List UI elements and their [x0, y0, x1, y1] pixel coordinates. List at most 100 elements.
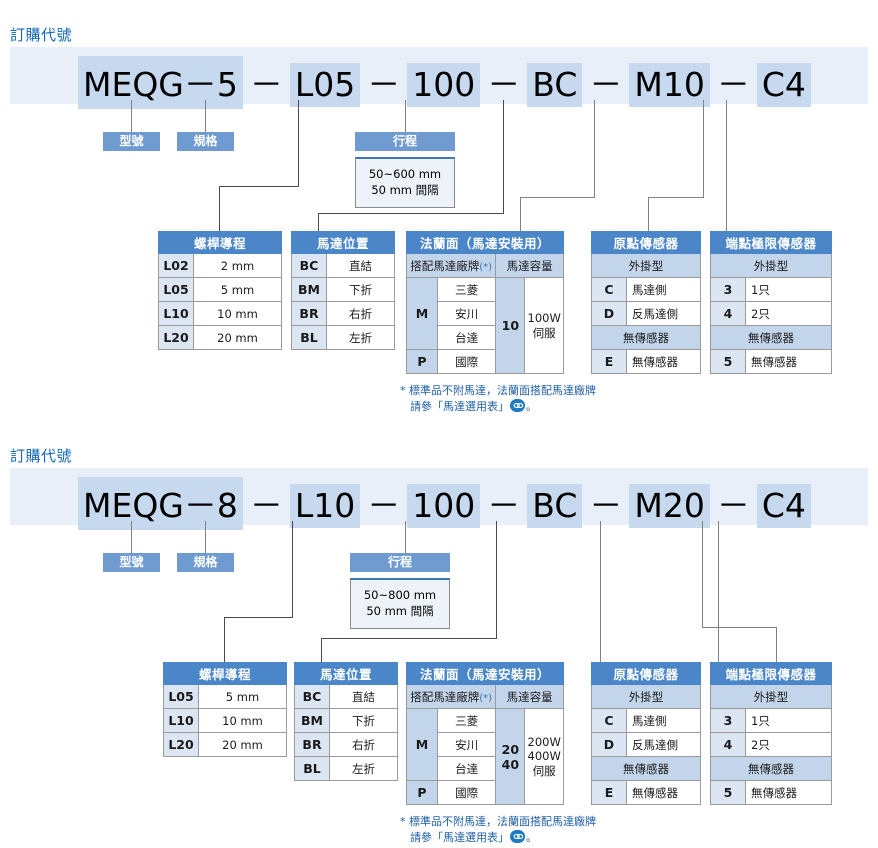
code-token-stroke[interactable]: 100 — [407, 63, 481, 107]
cell-value: 無傳感器 — [626, 780, 701, 805]
table-row[interactable]: 台達 — [407, 325, 564, 350]
cell-value: 5 mm — [193, 277, 282, 302]
leader-line — [520, 197, 521, 231]
cell-value: 1只 — [745, 277, 832, 302]
cell-value: 1只 — [745, 708, 832, 733]
subheader-no-sensor: 無傳感器 — [591, 325, 701, 350]
cell-value: 反馬達側 — [626, 732, 701, 757]
leader-line — [648, 197, 704, 198]
code-token-model[interactable]: MEQG－5 — [78, 56, 243, 109]
cell-value: 無傳感器 — [626, 349, 701, 374]
code-token-sensor[interactable]: C4 — [756, 63, 811, 107]
table-row[interactable]: M 三菱 20 40 200W 400W 伺服 — [406, 708, 564, 805]
cell-value: 左折 — [326, 325, 395, 350]
code-separator: － — [367, 65, 401, 104]
leader-line — [318, 213, 319, 231]
table-row[interactable]: 台達 — [407, 756, 564, 781]
table-row[interactable]: 安川 — [407, 732, 564, 757]
link-icon[interactable] — [510, 399, 525, 412]
table-header: 原點傳感器 — [591, 231, 701, 254]
callout-label-stroke: 行程 — [350, 553, 450, 572]
code-token-sensor[interactable]: C4 — [756, 484, 811, 528]
code-separator: － — [716, 65, 750, 104]
code-token-model[interactable]: MEQG－8 — [78, 477, 243, 530]
cell-brand: 台達 — [436, 756, 497, 781]
code-token-flange[interactable]: M20 — [629, 484, 710, 528]
cell-code: BC — [294, 684, 330, 709]
cell-value: 右折 — [329, 732, 398, 757]
cell-code: L10 — [158, 301, 194, 326]
cell-brand: 三菱 — [436, 708, 497, 733]
footnote-link-text[interactable]: 請參「馬達選用表」 — [410, 831, 509, 844]
footnote-link-text[interactable]: 請參「馬達選用表」 — [410, 400, 509, 413]
table-header: 端點極限傳感器 — [710, 231, 832, 254]
table-row[interactable]: M 三菱 10 100W 伺服 — [406, 277, 564, 374]
link-icon[interactable] — [510, 830, 525, 843]
cell-code: D — [591, 301, 627, 326]
code-token-lead[interactable]: L10 — [289, 484, 361, 528]
code-token-motor-position[interactable]: BC — [527, 63, 583, 107]
leader-line — [594, 100, 595, 197]
leader-line — [702, 627, 776, 628]
leader-line — [405, 100, 406, 132]
code-token-stroke[interactable]: 100 — [407, 484, 481, 528]
subheader-no-sensor: 無傳感器 — [710, 756, 832, 781]
code-separator: － — [487, 486, 521, 525]
cell-code: 5 — [710, 780, 746, 805]
cell-value: 直結 — [326, 253, 395, 278]
cell-value: 無傳感器 — [745, 780, 832, 805]
cell-brand-code: P — [406, 780, 438, 805]
table-row[interactable]: P 國際 — [406, 349, 564, 374]
cell-brand-code: M — [406, 708, 438, 781]
ordering-code-string: MEQG－5－L05－100－BC－M10－C4 — [78, 56, 811, 109]
capacity-line-2: 伺服 — [532, 325, 556, 340]
code-token-lead[interactable]: L05 — [289, 63, 361, 107]
leader-line — [205, 100, 206, 132]
cell-value: 5 mm — [198, 684, 287, 709]
cell-value: 10 mm — [193, 301, 282, 326]
cell-value: 馬達側 — [626, 708, 701, 733]
leader-line — [224, 617, 225, 662]
leader-line — [726, 100, 727, 231]
leader-line — [702, 521, 703, 627]
stroke-range-box: 50~800 mm 50 mm 間隔 — [350, 578, 450, 629]
code-token-motor-position[interactable]: BC — [527, 484, 583, 528]
subheader-no-sensor: 無傳感器 — [710, 325, 832, 350]
table-row[interactable]: P 國際 — [406, 780, 564, 805]
subheader-motor-capacity: 馬達容量 — [495, 253, 564, 278]
cell-code: BL — [291, 325, 327, 350]
code-token-flange[interactable]: M10 — [629, 63, 710, 107]
cell-value: 直結 — [329, 684, 398, 709]
page-title: 訂購代號 — [10, 26, 73, 44]
callout-label-spec: 規格 — [177, 132, 234, 151]
